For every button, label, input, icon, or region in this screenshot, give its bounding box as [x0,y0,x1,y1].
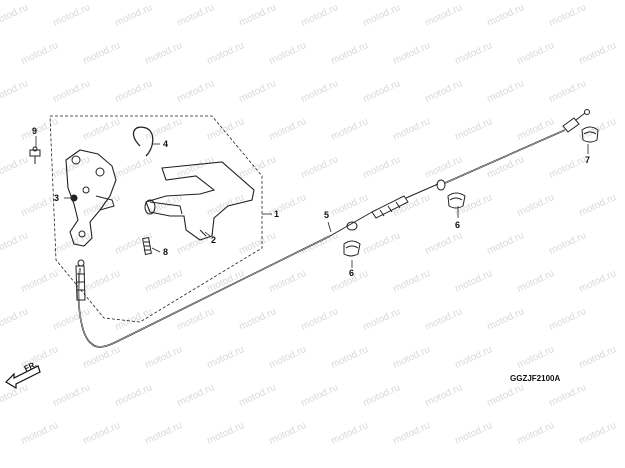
callout-6b: 6 [455,220,461,230]
cable-grommet [346,221,358,231]
control-cable [75,109,590,348]
bolt-9 [29,146,41,164]
callout-6a: 6 [349,268,355,278]
callout-1: 1 [274,209,280,219]
fr-arrow-icon [5,365,41,390]
leader-8 [151,247,161,253]
callout-5: 5 [324,210,330,220]
callout-9: 9 [32,126,38,136]
circlip-4 [132,126,154,157]
assembly-outline [49,115,263,323]
callout-2: 2 [211,235,217,245]
nut-3 [70,194,78,202]
clamp-7 [581,126,599,143]
pin-8 [142,237,152,255]
callout-4: 4 [163,139,169,149]
callout-7: 7 [585,155,591,165]
leader-5 [327,221,332,233]
leader-2 [204,231,211,237]
diagram-code: GGZJF2100A [510,374,561,383]
callout-8: 8 [163,247,169,257]
clamp-6a [343,240,361,257]
bracket-3 [65,149,117,247]
pedal-arm-2 [144,161,255,241]
clamp-6b [447,192,466,209]
callout-3: 3 [54,193,60,203]
